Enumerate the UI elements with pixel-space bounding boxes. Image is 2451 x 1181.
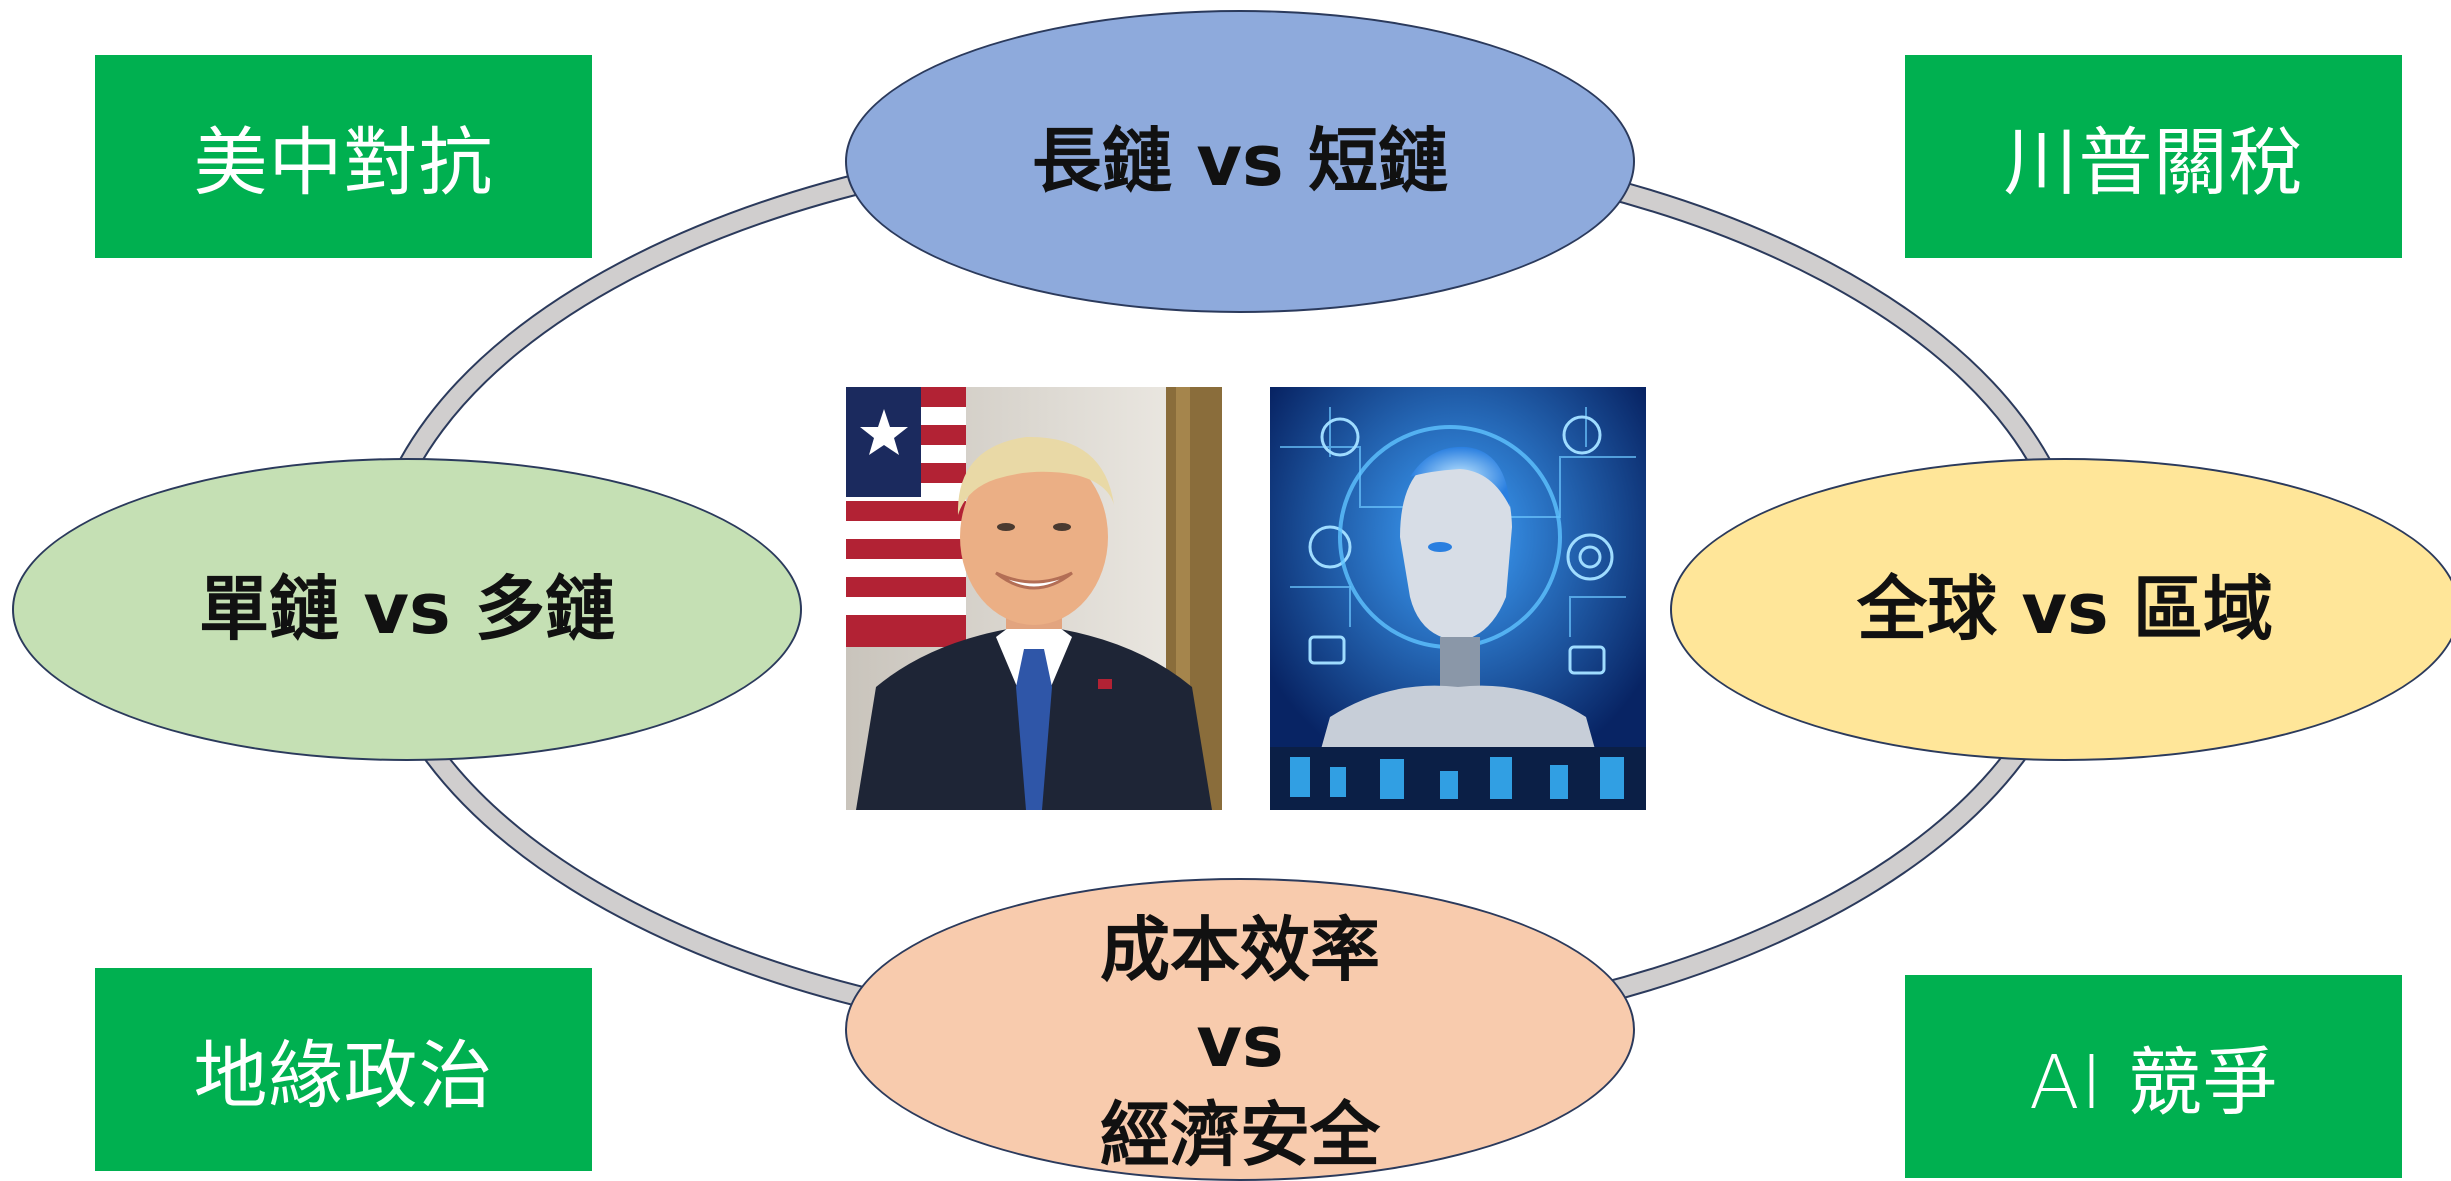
node-bottom-line-1: 成本效率 xyxy=(1100,909,1380,991)
gear-icon xyxy=(1308,525,1352,569)
node-bottom-line-2: vs xyxy=(1196,1001,1284,1084)
globe-icon xyxy=(1320,417,1360,457)
node-right-line-1: 全球 vs 區域 xyxy=(1856,568,2274,651)
node-right: 全球 vs 區域 xyxy=(1670,458,2451,761)
node-top: 長鏈 vs 短鏈 xyxy=(845,10,1635,313)
corner-bottom-right: AI 競爭 xyxy=(1905,975,2402,1178)
portrait-photo xyxy=(846,387,1222,810)
node-top-line-1: 長鏈 vs 短鏈 xyxy=(1031,120,1449,203)
node-bottom-line-3: 經濟安全 xyxy=(1100,1093,1380,1176)
corner-top-right: 川普關稅 xyxy=(1905,55,2402,258)
corner-bottom-left-label: 地緣政治 xyxy=(193,1033,494,1119)
corner-top-left: 美中對抗 xyxy=(95,55,592,258)
target-icon xyxy=(1566,533,1614,581)
node-left: 單鏈 vs 多鏈 xyxy=(12,458,802,761)
node-bottom: 成本效率 vs 經濟安全 xyxy=(845,878,1635,1181)
corner-bottom-left: 地緣政治 xyxy=(95,968,592,1171)
corner-top-left-label: 美中對抗 xyxy=(193,120,494,206)
flag-icon xyxy=(846,387,966,647)
corner-bottom-right-label: AI 競爭 xyxy=(2029,1040,2278,1126)
corner-top-right-label: 川普關稅 xyxy=(2003,120,2304,206)
ai-robot-photo xyxy=(1270,387,1646,810)
node-left-line-1: 單鏈 vs 多鏈 xyxy=(198,568,616,651)
